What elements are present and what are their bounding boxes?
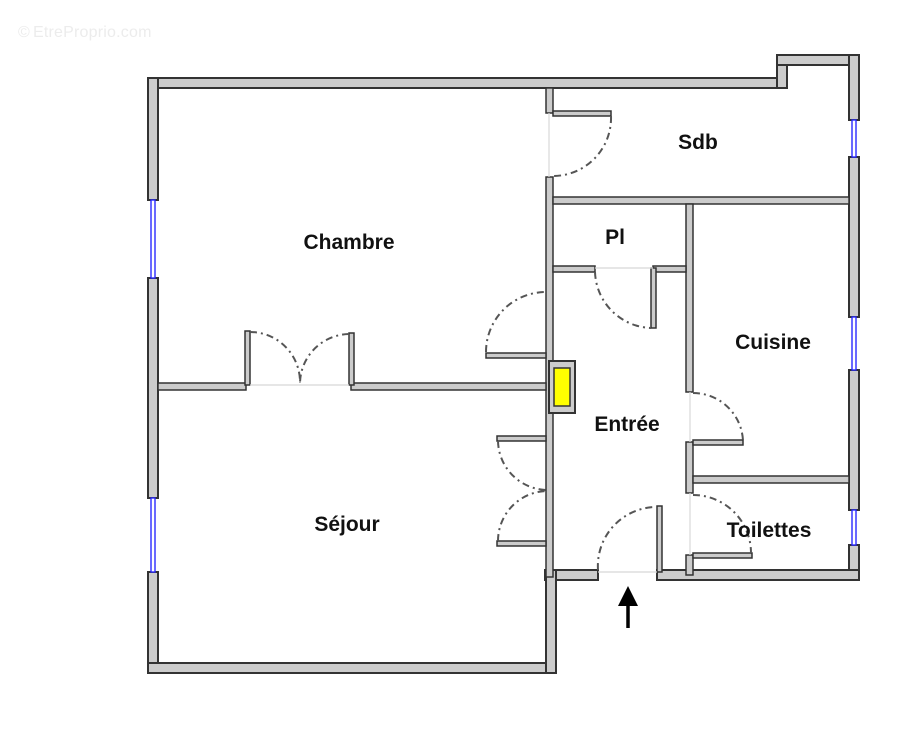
room-label-cuisine: Cuisine bbox=[735, 331, 811, 354]
door-chambre-leaf bbox=[485, 352, 547, 359]
window-toilettes bbox=[851, 509, 857, 546]
room-label-chambre: Chambre bbox=[303, 231, 395, 254]
entrance-arrow-icon bbox=[618, 586, 638, 628]
door-cuisine-leaf bbox=[692, 439, 744, 446]
watermark: ©EtreProprio.com bbox=[18, 24, 152, 42]
door-sejour-bottom-leaf bbox=[496, 540, 547, 547]
door-cuisine-swing bbox=[692, 391, 744, 442]
windows bbox=[150, 119, 857, 573]
door-pl-swing bbox=[594, 271, 652, 329]
window-chambre bbox=[150, 199, 156, 279]
copyright-icon: © bbox=[18, 24, 30, 41]
door-sdb-leaf bbox=[552, 110, 612, 117]
door-chambre-swing bbox=[485, 291, 547, 353]
electrical-panel bbox=[548, 360, 576, 414]
door-sejour-top-leaf bbox=[496, 435, 547, 442]
exterior-walls bbox=[147, 54, 860, 674]
window-sdb bbox=[851, 119, 857, 158]
door-double-left-swing bbox=[249, 331, 302, 384]
room-label-sejour: Séjour bbox=[314, 513, 380, 536]
room-label-pl: Pl bbox=[605, 226, 625, 249]
door-toilettes-leaf bbox=[692, 552, 753, 559]
window-cuisine bbox=[851, 316, 857, 371]
room-label-sdb: Sdb bbox=[678, 131, 718, 154]
room-label-entree: Entrée bbox=[594, 413, 660, 436]
door-sejour-bottom-swing bbox=[496, 490, 547, 542]
door-sdb-swing bbox=[552, 115, 613, 177]
doors bbox=[249, 110, 753, 571]
door-toilettes-swing bbox=[692, 494, 752, 554]
room-label-toilettes: Toilettes bbox=[726, 519, 812, 542]
door-sejour-top-swing bbox=[497, 440, 547, 491]
door-sills bbox=[250, 113, 691, 573]
door-entree-swing bbox=[596, 505, 658, 571]
window-sejour bbox=[150, 497, 156, 573]
door-double-right-swing bbox=[299, 333, 350, 384]
watermark-text: EtreProprio.com bbox=[33, 24, 152, 41]
